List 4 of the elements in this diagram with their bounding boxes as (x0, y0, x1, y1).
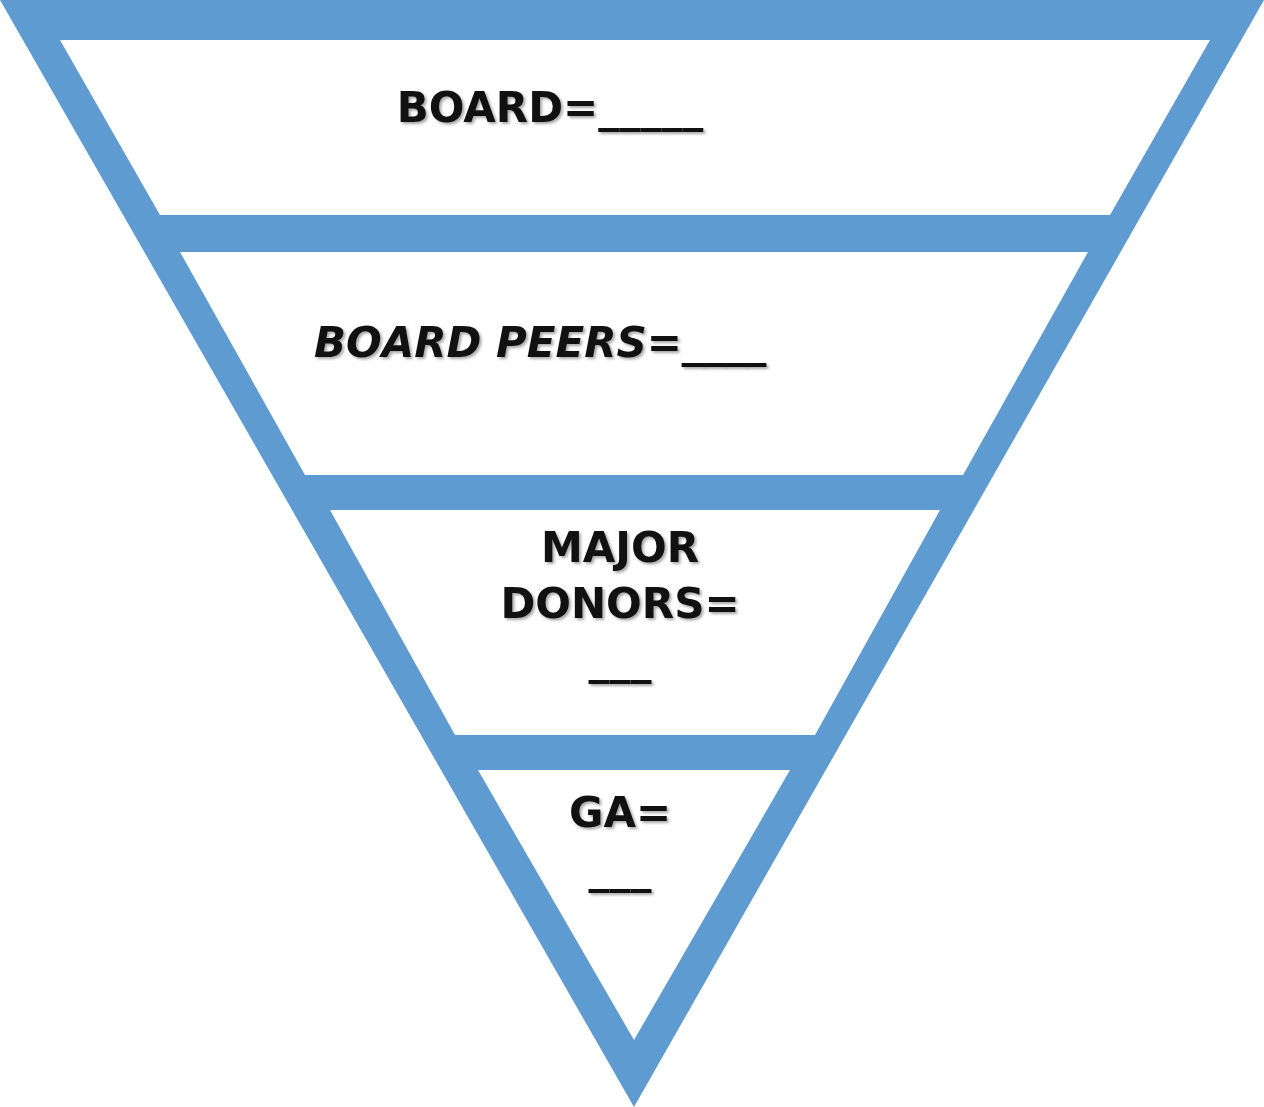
tier-label: GA= ___ (567, 787, 673, 895)
tier-label: MAJOR DONORS= ___ (499, 522, 741, 686)
tier-label: BOARD PEERS=____ (313, 317, 768, 369)
tier-label: BOARD=_____ (395, 82, 705, 134)
